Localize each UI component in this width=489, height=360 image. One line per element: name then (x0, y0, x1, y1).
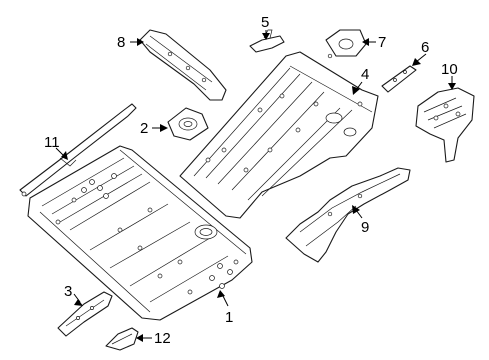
part-7-plate (325, 29, 367, 59)
callout-labels: 1 2 3 4 5 6 7 8 9 10 11 12 (44, 14, 458, 347)
callout-12: 12 (154, 330, 171, 347)
part-8-crossmember (139, 29, 227, 101)
callout-11: 11 (44, 134, 60, 151)
callout-10: 10 (441, 61, 458, 78)
callout-3: 3 (64, 283, 72, 300)
callout-5: 5 (261, 14, 269, 31)
part-10-bracket (415, 87, 475, 163)
part-4-rear-floor-pan (179, 51, 379, 219)
callout-9: 9 (361, 219, 369, 236)
part-6-bar (381, 65, 417, 93)
part-2-plate (167, 107, 209, 141)
leader-lines (55, 30, 456, 342)
callout-7: 7 (378, 34, 386, 51)
callout-2: 2 (140, 120, 148, 137)
part-9-rear-side-member (285, 167, 411, 263)
callout-6: 6 (421, 39, 429, 56)
part-1-front-floor-pan (27, 145, 253, 321)
callout-4: 4 (361, 66, 369, 83)
callout-8: 8 (117, 34, 125, 51)
part-11-rail (19, 103, 137, 197)
part-12-bracket (105, 327, 139, 351)
part-3-bracket (57, 291, 113, 337)
callout-1: 1 (225, 309, 233, 326)
